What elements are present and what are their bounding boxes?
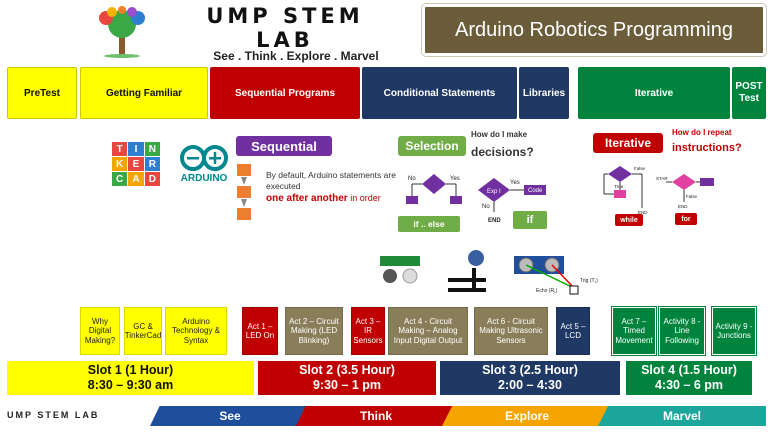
tinkercad-logo-icon: T I N K E R C A D — [112, 142, 160, 186]
ultrasonic-sensor-icon — [514, 256, 579, 295]
flow-end-label: END — [488, 218, 501, 224]
flow-yes-label-2: Yes — [510, 180, 520, 186]
selection-flowchart-diagram: No Yes Exp I Code Yes No END — [406, 174, 546, 224]
selection-question-line2: decisions? — [471, 145, 534, 159]
activity-8: Activity 8 - Line Following — [658, 306, 706, 356]
lab-title: UMP STEM LAB — [206, 4, 364, 52]
trig-label: Trig (T₁) — [580, 278, 598, 284]
selection-question-line1: How do I make — [471, 130, 528, 139]
tinkercad-letter: N — [144, 142, 160, 156]
phase-post-test: POST Test — [732, 67, 766, 119]
flow-end-label-2: END — [678, 204, 688, 209]
tinkercad-letter: I — [128, 142, 144, 156]
sequential-emphasis-bold: one after another — [266, 193, 348, 204]
ir-sensor-icon — [380, 256, 420, 284]
iterative-pill: Iterative — [593, 133, 663, 153]
activity-act-2: Act 2 – Circuit Making (LED Blinking) — [285, 307, 343, 355]
arduino-logo-icon — [180, 145, 228, 171]
selection-pill: Selection — [398, 136, 466, 156]
sequence-block — [237, 186, 251, 198]
tinkercad-letter: C — [112, 172, 128, 186]
footer-see: See — [150, 406, 310, 426]
activity-why-digital-making: Why Digital Making? — [80, 307, 120, 355]
activity-act-5: Act 5 – LCD — [556, 307, 590, 355]
sequence-arrow-icon — [241, 177, 247, 185]
slot-2: Slot 2 (3.5 Hour) 9:30 – 1 pm — [258, 361, 436, 395]
course-title: Arduino Robotics Programming — [421, 3, 767, 57]
tinkercad-letter: A — [128, 172, 144, 186]
phase-getting-familiar: Getting Familiar — [80, 67, 208, 119]
sequential-emphasis-tail: in order — [347, 193, 381, 203]
footer-think: Think — [296, 406, 456, 426]
activity-act-4: Act 4 - Circuit Making – Analog Input Di… — [388, 307, 468, 355]
flow-no-label: No — [408, 176, 416, 182]
slot-title: Slot 1 (1 Hour) — [87, 363, 174, 377]
sequential-description: By default, Arduino statements are execu… — [266, 170, 396, 191]
slot-time: 2:00 – 4:30 — [498, 378, 562, 392]
tinkercad-letter: K — [112, 157, 128, 171]
activity-act-1: Act 1 – LED On — [242, 307, 278, 355]
phase-pretest: PreTest — [7, 67, 77, 119]
phase-sequential-programs: Sequential Programs — [210, 67, 360, 119]
footer-marvel: Marvel — [598, 406, 766, 426]
echo-label: Echo (R₁) — [536, 288, 558, 294]
activity-gc-tinkercad: GC & TinkerCad — [124, 307, 162, 355]
flow-no-label-2: No — [482, 204, 490, 210]
iterative-question-line1: How do I repeat — [672, 128, 732, 137]
flow-end-label: END — [638, 210, 648, 215]
activity-act-7: Act 7 – Timed Movement — [611, 306, 657, 356]
activity-act-6: Act 6 - Circuit Making Ultrasonic Sensor… — [474, 307, 548, 355]
if-else-pill: if .. else — [398, 216, 460, 232]
lab-tagline: See . Think . Explore . Marvel — [213, 49, 379, 63]
slot-title: Slot 3 (2.5 Hour) — [482, 363, 578, 377]
slot-time: 8:30 – 9:30 am — [87, 378, 174, 392]
activity-arduino-technology: Arduino Technology & Syntax — [165, 307, 227, 355]
tinkercad-letter: D — [144, 172, 160, 186]
sequence-arrow-icon — [241, 199, 247, 207]
arduino-label: ARDUINO — [180, 172, 228, 184]
sequential-pill: Sequential — [236, 136, 332, 156]
phase-iterative: Iterative — [578, 67, 730, 119]
slot-4: Slot 4 (1.5 Hour) 4:30 – 6 pm — [626, 361, 752, 395]
flow-exp-label: Exp I — [487, 189, 501, 195]
flow-code-label: Code — [528, 188, 543, 194]
iterative-question-line2: instructions? — [672, 142, 742, 154]
stem-tree-logo-icon — [99, 6, 145, 58]
iterative-flowchart-diagram: True False END STAR False END — [603, 166, 714, 215]
slot-title: Slot 2 (3.5 Hour) — [299, 363, 395, 377]
sequence-block — [237, 164, 251, 176]
tinkercad-letter: T — [112, 142, 128, 156]
flow-true-label: True — [614, 184, 624, 189]
phase-libraries: Libraries — [519, 67, 569, 119]
slot-time: 9:30 – 1 pm — [312, 378, 382, 392]
activity-9: Activity 9 - Junctions — [711, 306, 757, 356]
if-pill: if — [513, 211, 547, 229]
phase-conditional-statements: Conditional Statements — [362, 67, 517, 119]
activity-act-3: Act 3 – IR Sensors — [351, 307, 385, 355]
sequence-block — [237, 208, 251, 220]
slot-title: Slot 4 (1.5 Hour) — [641, 363, 737, 377]
lcd-module-icon — [448, 250, 486, 292]
tinkercad-letter: R — [144, 157, 160, 171]
sequential-emphasis: one after another in order — [266, 193, 396, 205]
while-pill: while — [615, 214, 643, 226]
slot-time: 4:30 – 6 pm — [654, 378, 724, 392]
tinkercad-letter: E — [128, 157, 144, 171]
slot-3: Slot 3 (2.5 Hour) 2:00 – 4:30 — [440, 361, 620, 395]
footer-explore: Explore — [442, 406, 612, 426]
for-pill: for — [675, 213, 697, 225]
slot-1: Slot 1 (1 Hour) 8:30 – 9:30 am — [7, 361, 254, 395]
electronic-components-illustration: Trig (T₁) Echo (R₁) — [380, 250, 598, 295]
footer-brand: UMP STEM LAB — [7, 410, 100, 420]
flow-false-label: False — [634, 166, 646, 171]
flow-yes-label: Yes — [450, 176, 460, 182]
flow-start-label: STAR — [656, 176, 668, 181]
flow-false-label-2: False — [686, 194, 698, 199]
